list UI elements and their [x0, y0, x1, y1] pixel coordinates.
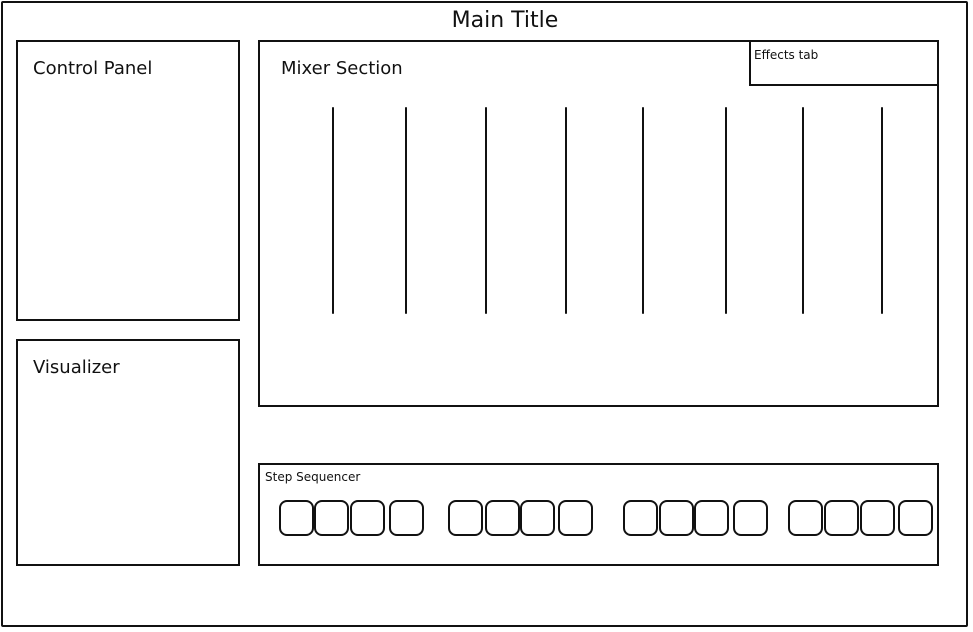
mixer-fader-8[interactable] [881, 107, 883, 314]
step-sequencer-title: Step Sequencer [265, 470, 361, 484]
control-panel [16, 40, 240, 321]
mixer-fader-2[interactable] [405, 107, 407, 314]
visualizer-title: Visualizer [33, 357, 120, 378]
sequencer-step-5[interactable] [448, 500, 483, 536]
main-title: Main Title [451, 8, 559, 33]
sequencer-step-9[interactable] [623, 500, 658, 536]
mixer-fader-4[interactable] [565, 107, 567, 314]
sequencer-step-1[interactable] [279, 500, 314, 536]
sequencer-step-8[interactable] [558, 500, 593, 536]
sequencer-step-14[interactable] [824, 500, 859, 536]
visualizer-panel [16, 339, 240, 566]
sequencer-step-10[interactable] [659, 500, 694, 536]
sequencer-step-4[interactable] [389, 500, 424, 536]
mixer-fader-6[interactable] [725, 107, 727, 314]
mixer-title: Mixer Section [281, 58, 403, 79]
sequencer-step-15[interactable] [860, 500, 895, 536]
mixer-panel [258, 40, 939, 407]
mixer-fader-5[interactable] [642, 107, 644, 314]
sequencer-step-12[interactable] [733, 500, 768, 536]
sequencer-step-16[interactable] [898, 500, 933, 536]
sequencer-step-6[interactable] [485, 500, 520, 536]
effects-tab[interactable] [749, 40, 939, 86]
mixer-fader-1[interactable] [332, 107, 334, 314]
control-panel-title: Control Panel [33, 58, 153, 79]
effects-tab-label: Effects tab [754, 48, 819, 62]
sequencer-step-2[interactable] [314, 500, 349, 536]
sequencer-step-3[interactable] [350, 500, 385, 536]
mixer-fader-7[interactable] [802, 107, 804, 314]
sequencer-step-11[interactable] [694, 500, 729, 536]
sequencer-step-13[interactable] [788, 500, 823, 536]
sequencer-step-7[interactable] [520, 500, 555, 536]
mixer-fader-3[interactable] [485, 107, 487, 314]
